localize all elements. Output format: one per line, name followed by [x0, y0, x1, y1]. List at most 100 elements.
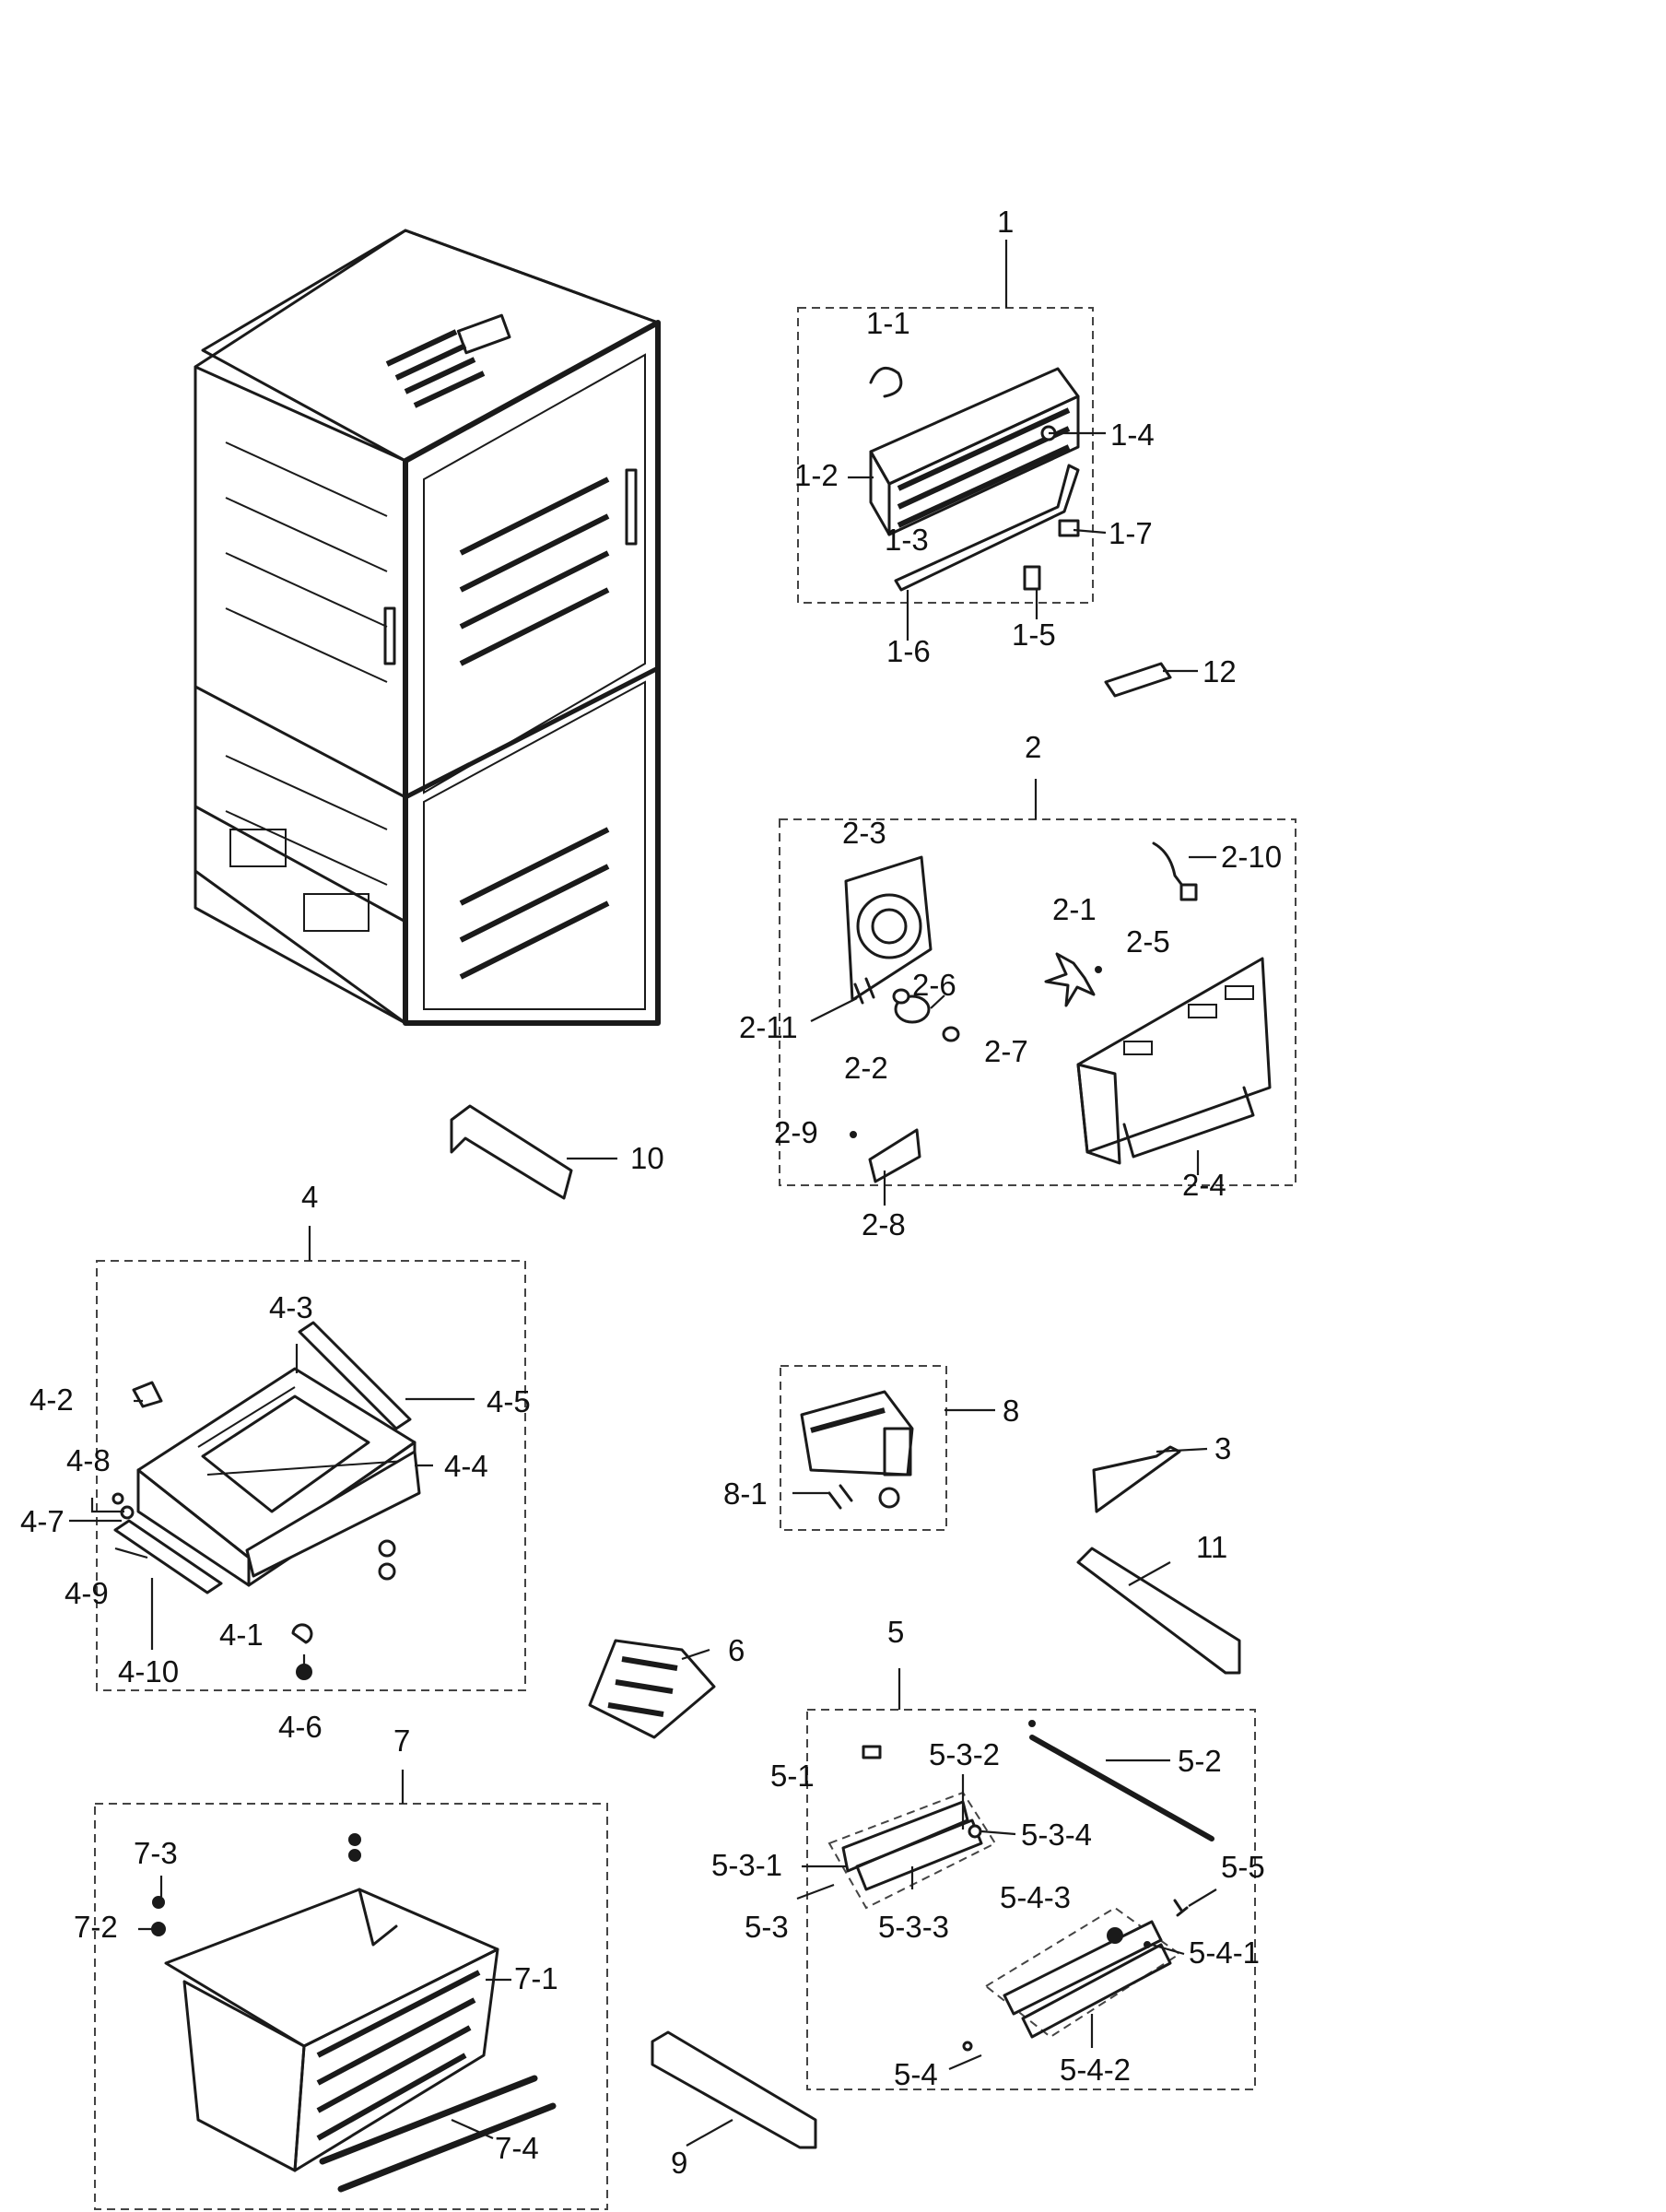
label-5-5: 5-5 — [1221, 1850, 1265, 1884]
label-1-7: 1-7 — [1109, 516, 1153, 550]
label-2-3: 2-3 — [842, 816, 886, 850]
label-7-2: 7-2 — [74, 1910, 118, 1944]
label-4-8: 4-8 — [66, 1443, 111, 1477]
label-4-1: 4-1 — [219, 1618, 264, 1652]
label-5-4-3: 5-4-3 — [1000, 1880, 1071, 1914]
group-5-4-box — [984, 1906, 1181, 2039]
stopper-4-8 — [111, 1492, 124, 1505]
label-9: 9 — [671, 2146, 687, 2180]
label-11: 11 — [1196, 1530, 1227, 1564]
screw-5-3-4 — [968, 1824, 982, 1839]
washer-2-5 — [1095, 966, 1102, 973]
group-7-box — [94, 1803, 608, 2210]
label-8-1: 8-1 — [723, 1477, 768, 1511]
label-1-1: 1-1 — [866, 306, 910, 340]
label-2-5: 2-5 — [1126, 924, 1170, 959]
label-1-3: 1-3 — [885, 523, 929, 557]
cap-4-2 — [132, 1381, 163, 1408]
screw-5-4-1 — [1144, 1941, 1151, 1948]
label-12: 12 — [1203, 654, 1237, 688]
label-2-7: 2-7 — [984, 1034, 1028, 1068]
rail-4-10 — [113, 1519, 223, 1594]
screws-2-11 — [853, 977, 875, 1005]
label-5-4: 5-4 — [894, 2057, 938, 2091]
label-8: 8 — [1003, 1394, 1019, 1428]
grommet-2-7 — [942, 1026, 960, 1042]
roller-4-1 — [291, 1623, 313, 1644]
roller-7-3 — [152, 1896, 165, 1909]
label-7: 7 — [393, 1724, 410, 1758]
tab-5-1 — [862, 1745, 882, 1759]
group-1-box — [797, 307, 1094, 604]
group-8-box — [780, 1365, 947, 1531]
bracket-2-8 — [868, 1128, 921, 1183]
label-4-2: 4-2 — [29, 1382, 74, 1417]
label-5-4-2: 5-4-2 — [1060, 2053, 1131, 2087]
rail-5-3-1 — [841, 1800, 969, 1873]
label-4-4: 4-4 — [444, 1449, 488, 1483]
rod-5-2 — [1029, 1735, 1214, 1841]
refrigerator-cabinet — [194, 229, 661, 1026]
label-2-10: 2-10 — [1221, 840, 1282, 874]
screws-8-1 — [827, 1484, 853, 1510]
label-3: 3 — [1214, 1431, 1231, 1465]
label-4-7: 4-7 — [20, 1504, 65, 1538]
label-5: 5 — [887, 1615, 904, 1649]
label-1: 1 — [997, 205, 1014, 239]
label-2-2: 2-2 — [844, 1051, 888, 1085]
label-1-6: 1-6 — [886, 634, 931, 668]
label-4-10: 4-10 — [118, 1654, 179, 1688]
label-1-4: 1-4 — [1110, 418, 1155, 452]
label-5-3-4: 5-3-4 — [1021, 1818, 1092, 1852]
label-7-1: 7-1 — [514, 1961, 558, 1995]
grommet-2-6 — [892, 988, 910, 1005]
roller-5-4-3 — [1107, 1927, 1123, 1944]
label-5-3-3: 5-3-3 — [878, 1910, 949, 1944]
ice-maker-8 — [800, 1390, 914, 1477]
label-2-1: 2-1 — [1052, 892, 1097, 926]
rail-5-4-2 — [1003, 1920, 1163, 2016]
fuse-1-5 — [1023, 565, 1041, 591]
label-5-4-1: 5-4-1 — [1189, 1936, 1260, 1970]
cover-11 — [1076, 1547, 1241, 1675]
label-2-4: 2-4 — [1182, 1168, 1226, 1202]
label-4: 4 — [301, 1180, 318, 1214]
defrost-heater-1-6 — [894, 464, 1080, 592]
cover-9 — [651, 2030, 817, 2149]
label-2-11: 2-11 — [739, 1010, 798, 1044]
ice-maker-wire — [878, 1487, 900, 1509]
label-4-6: 4-6 — [278, 1710, 323, 1744]
crisper-drawer-4-3 — [136, 1367, 416, 1587]
label-2-6: 2-6 — [912, 968, 956, 1002]
cabinet-inner-shelf-lines — [459, 477, 610, 980]
label-2-8: 2-8 — [862, 1207, 906, 1241]
bracket-3 — [1092, 1445, 1181, 1513]
label-5-2: 5-2 — [1178, 1744, 1222, 1778]
divider-10 — [450, 1104, 573, 1200]
rail-4-5 — [298, 1321, 412, 1430]
label-5-3: 5-3 — [745, 1910, 789, 1944]
wire-2-10 — [1152, 841, 1191, 896]
label-1-5: 1-5 — [1012, 618, 1056, 652]
cabinet-side-ribs — [225, 441, 388, 886]
wire-harness-1-1 — [869, 366, 903, 398]
group-5-box — [806, 1709, 1256, 2090]
label-7-4: 7-4 — [495, 2131, 539, 2165]
label-5-1: 5-1 — [770, 1759, 815, 1793]
label-4-5: 4-5 — [487, 1384, 531, 1418]
label-1-2: 1-2 — [794, 458, 839, 492]
cabinet-top-vents — [385, 313, 511, 408]
label-4-9: 4-9 — [65, 1576, 109, 1610]
label-5-3-2: 5-3-2 — [929, 1737, 1000, 1771]
label-7-3: 7-3 — [134, 1836, 178, 1870]
label-4-3: 4-3 — [269, 1290, 313, 1324]
group-2-box — [779, 818, 1296, 1186]
rail-7-4b — [337, 2102, 557, 2193]
group-4-box — [96, 1260, 526, 1691]
screw-2-9 — [850, 1131, 857, 1138]
callout-labels: 1 1-1 1-2 1-3 1-4 1-5 1-6 1-7 12 2 2-3 2… — [20, 205, 1282, 2180]
evaporator-cover-2-4 — [1076, 957, 1272, 1165]
rail-7-4a — [319, 2075, 538, 2165]
sensor-1-7 — [1058, 519, 1080, 537]
